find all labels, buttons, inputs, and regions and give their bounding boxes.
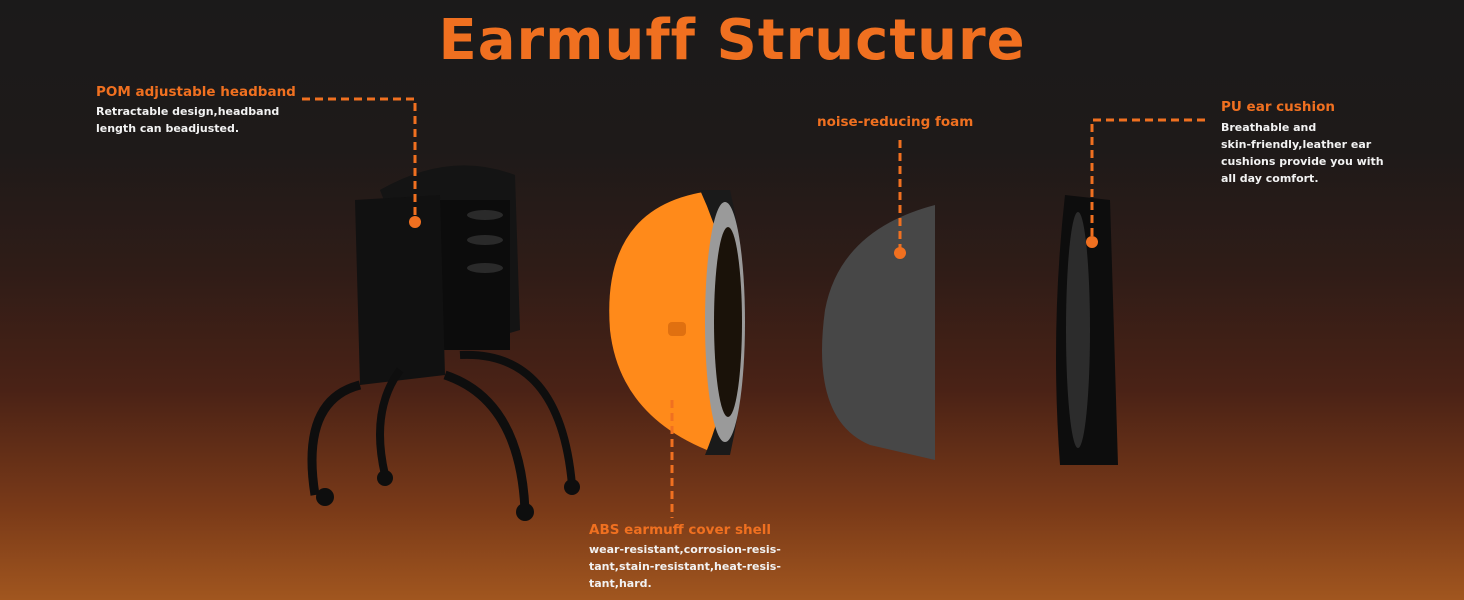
desc-line: length can beadjusted. xyxy=(96,122,240,135)
ear-cushion-image xyxy=(1056,195,1118,465)
leader-lines xyxy=(302,97,1205,518)
ear-cushion-description: Breathable and skin-friendly,leather ear… xyxy=(1221,119,1384,187)
shell-image xyxy=(609,190,745,455)
desc-line: wear-resistant,corrosion-resis- xyxy=(589,543,781,556)
desc-line: Retractable design,headband xyxy=(96,105,280,118)
desc-line: all day comfort. xyxy=(1221,172,1319,185)
foam-label: noise-reducing foam xyxy=(817,114,974,130)
desc-line: cushions provide you with xyxy=(1221,155,1384,168)
headband-description: Retractable design,headband length can b… xyxy=(96,103,279,137)
foam-image xyxy=(822,205,935,460)
desc-line: skin-friendly,leather ear xyxy=(1221,138,1372,151)
desc-line: tant,stain-resistant,heat-resis- xyxy=(589,560,781,573)
leader-dots xyxy=(409,216,1098,259)
desc-line: Breathable and xyxy=(1221,121,1317,134)
ear-cushion-label: PU ear cushion xyxy=(1221,99,1335,115)
page-title: Earmuff Structure xyxy=(438,8,1026,73)
shell-label: ABS earmuff cover shell xyxy=(589,522,772,538)
shell-description: wear-resistant,corrosion-resis- tant,sta… xyxy=(589,541,781,592)
headband-image xyxy=(307,165,580,521)
headband-label: POM adjustable headband xyxy=(96,84,296,100)
desc-line: tant,hard. xyxy=(589,577,652,590)
